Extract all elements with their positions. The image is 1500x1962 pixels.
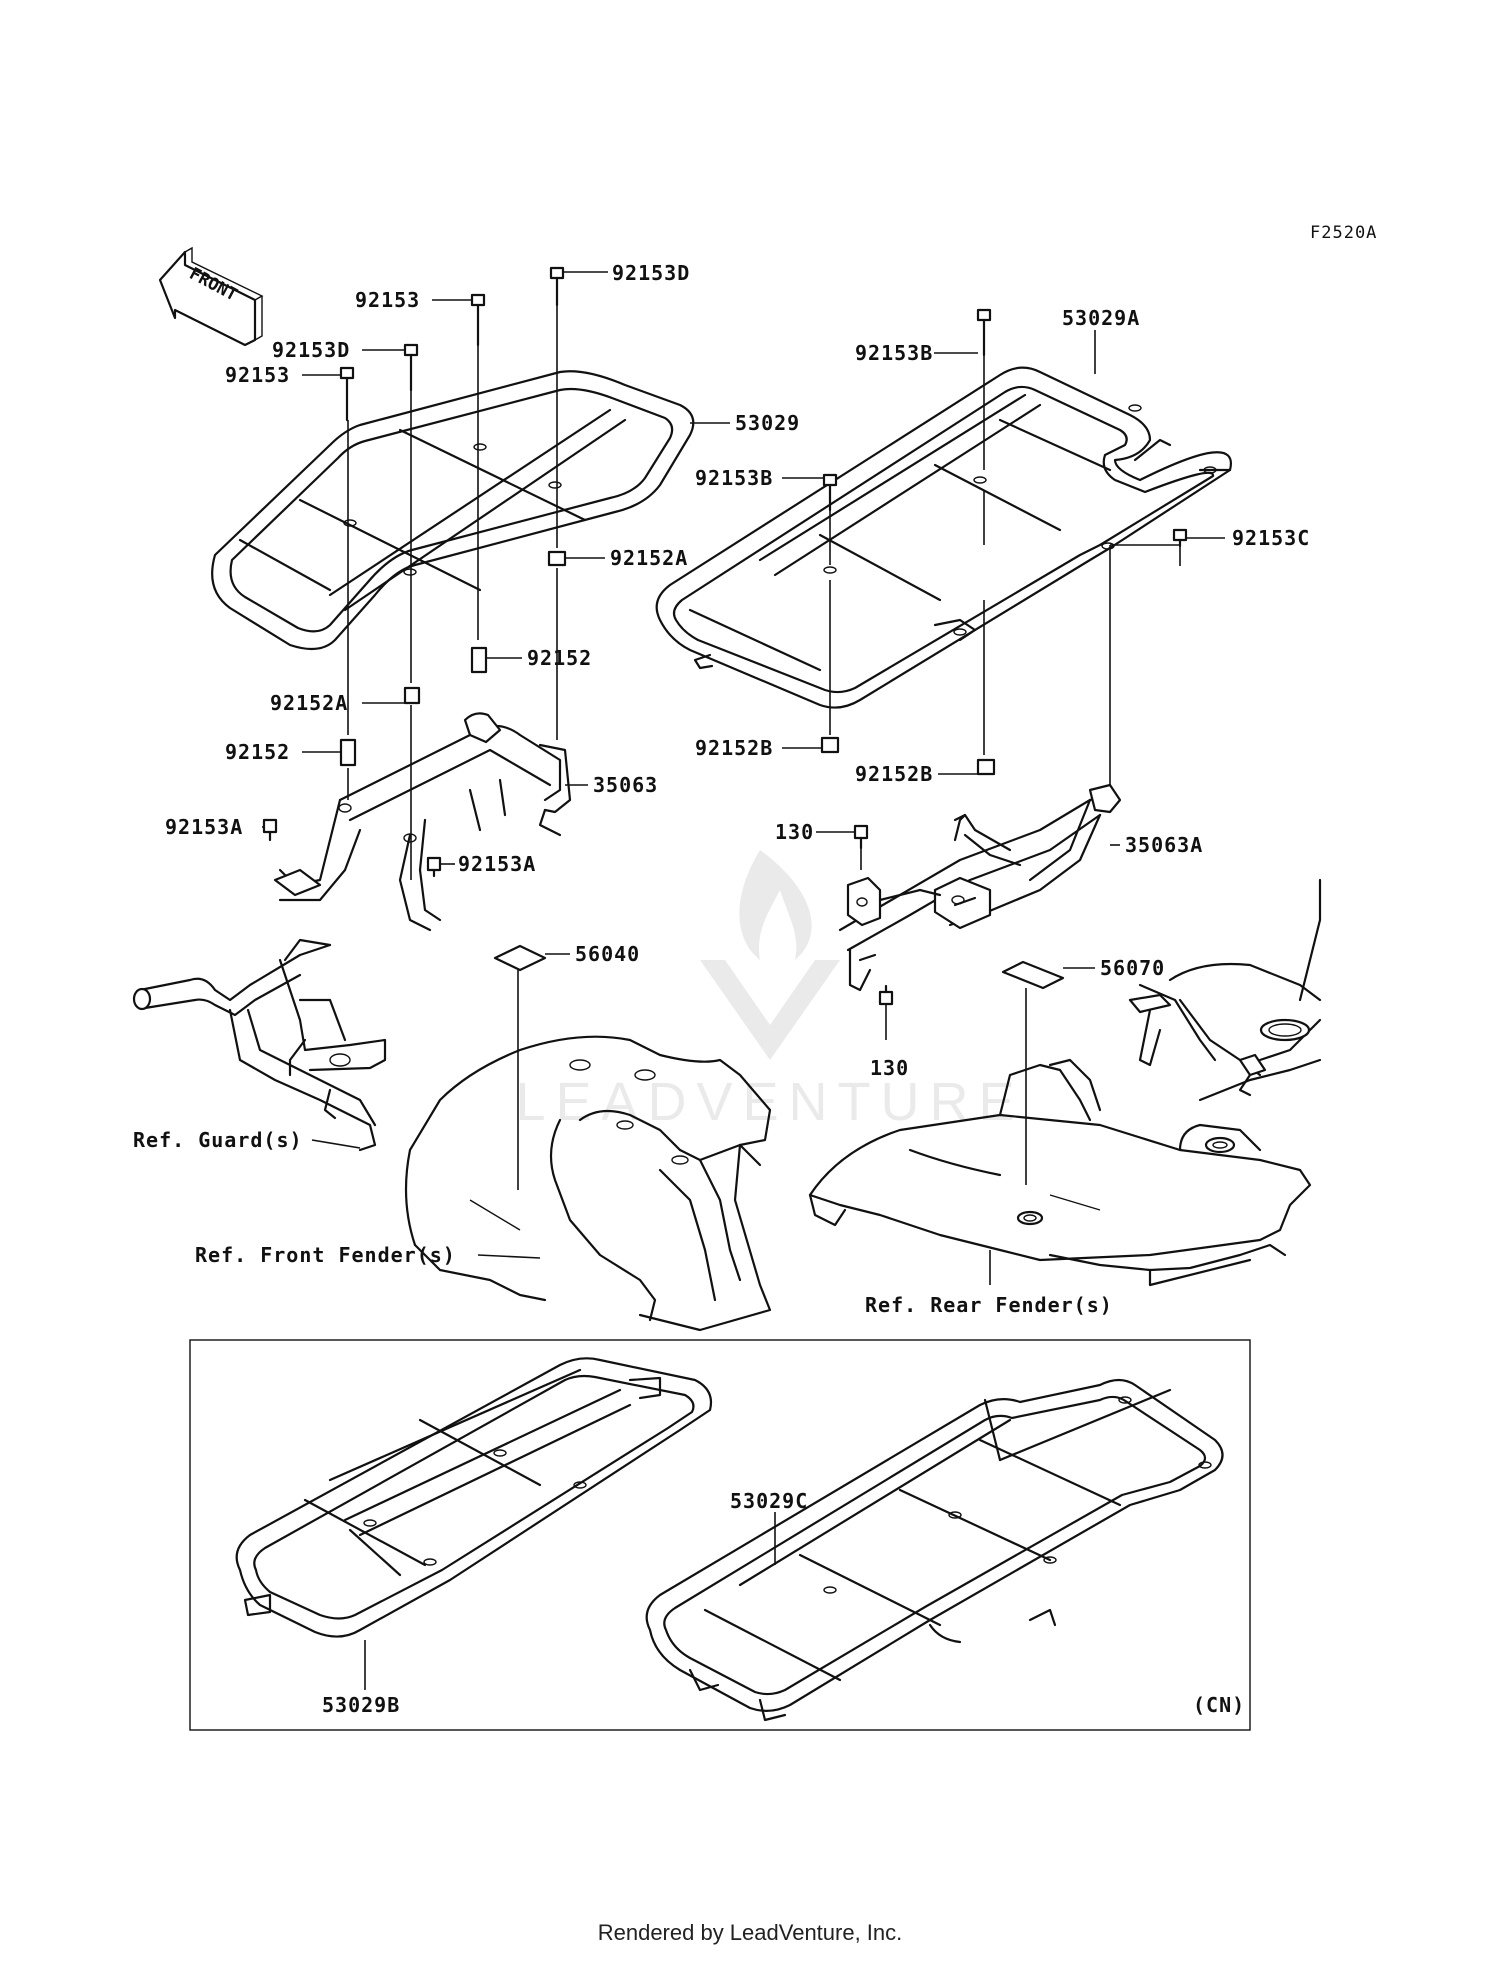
- label-92153-c: 92153: [225, 363, 290, 387]
- label-92153A-right: 92153A: [458, 852, 536, 876]
- label-92152A-right: 92152A: [610, 546, 688, 570]
- bolts-rear: [822, 308, 1188, 548]
- carrier-53029C: [645, 1378, 1224, 1722]
- label-region-cn: (CN): [1193, 1693, 1245, 1717]
- label-53029C: 53029C: [730, 1489, 808, 1513]
- label-92153D-b: 92153D: [272, 338, 350, 362]
- watermark-text: LEADVENTURE: [515, 1072, 1024, 1132]
- label-ref-guard: Ref. Guard(s): [133, 1128, 303, 1152]
- label-92152B-left: 92152B: [695, 736, 773, 760]
- collars-front: [339, 550, 567, 767]
- label-53029A: 53029A: [1062, 306, 1140, 330]
- decal-56040: [493, 944, 547, 1190]
- watermark-logo: LEADVENTURE: [515, 850, 1024, 1132]
- rear-bracket-35063A: [838, 783, 1122, 992]
- label-92153C: 92153C: [1232, 526, 1310, 550]
- cn-variant-box: [189, 1339, 1251, 1731]
- label-92153D-top: 92153D: [612, 261, 690, 285]
- screws-130: [853, 824, 894, 1040]
- front-carrier-53029: [211, 370, 695, 651]
- diagram-code: F2520A: [1310, 223, 1377, 243]
- leader-lines: [262, 271, 1225, 1285]
- footer-credit: Rendered by LeadVenture, Inc.: [598, 1920, 903, 1945]
- label-92153-a: 92153: [355, 288, 420, 312]
- label-92152B-right: 92152B: [855, 762, 933, 786]
- guide-lines-front: [347, 305, 558, 880]
- label-130-top: 130: [775, 820, 814, 844]
- front-fender-reference: [404, 1035, 772, 1332]
- carrier-53029B: [235, 1357, 713, 1638]
- decal-56070: [1001, 960, 1065, 1185]
- label-92152A-left: 92152A: [270, 691, 348, 715]
- label-56040: 56040: [575, 942, 640, 966]
- guide-lines-rear: [829, 355, 1181, 790]
- label-92153B-mid: 92153B: [695, 466, 773, 490]
- label-92153B-top: 92153B: [855, 341, 933, 365]
- label-35063A: 35063A: [1125, 833, 1203, 857]
- collars-rear: [820, 736, 996, 776]
- guard-reference: [132, 938, 387, 1152]
- label-ref-front-fender: Ref. Front Fender(s): [195, 1243, 456, 1267]
- label-56070: 56070: [1100, 956, 1165, 980]
- label-53029B: 53029B: [322, 1693, 400, 1717]
- front-bracket-35063: [273, 712, 572, 932]
- label-ref-rear-fender: Ref. Rear Fender(s): [865, 1293, 1113, 1317]
- label-130-bottom: 130: [870, 1056, 909, 1080]
- screws-92153A: [262, 818, 442, 878]
- front-arrow-icon: FRONT: [158, 246, 264, 347]
- label-92152-right: 92152: [527, 646, 592, 670]
- label-92152-left: 92152: [225, 740, 290, 764]
- rear-fender-reference: [808, 878, 1322, 1287]
- label-92153A-left: 92153A: [165, 815, 243, 839]
- label-53029: 53029: [735, 411, 800, 435]
- label-35063: 35063: [593, 773, 658, 797]
